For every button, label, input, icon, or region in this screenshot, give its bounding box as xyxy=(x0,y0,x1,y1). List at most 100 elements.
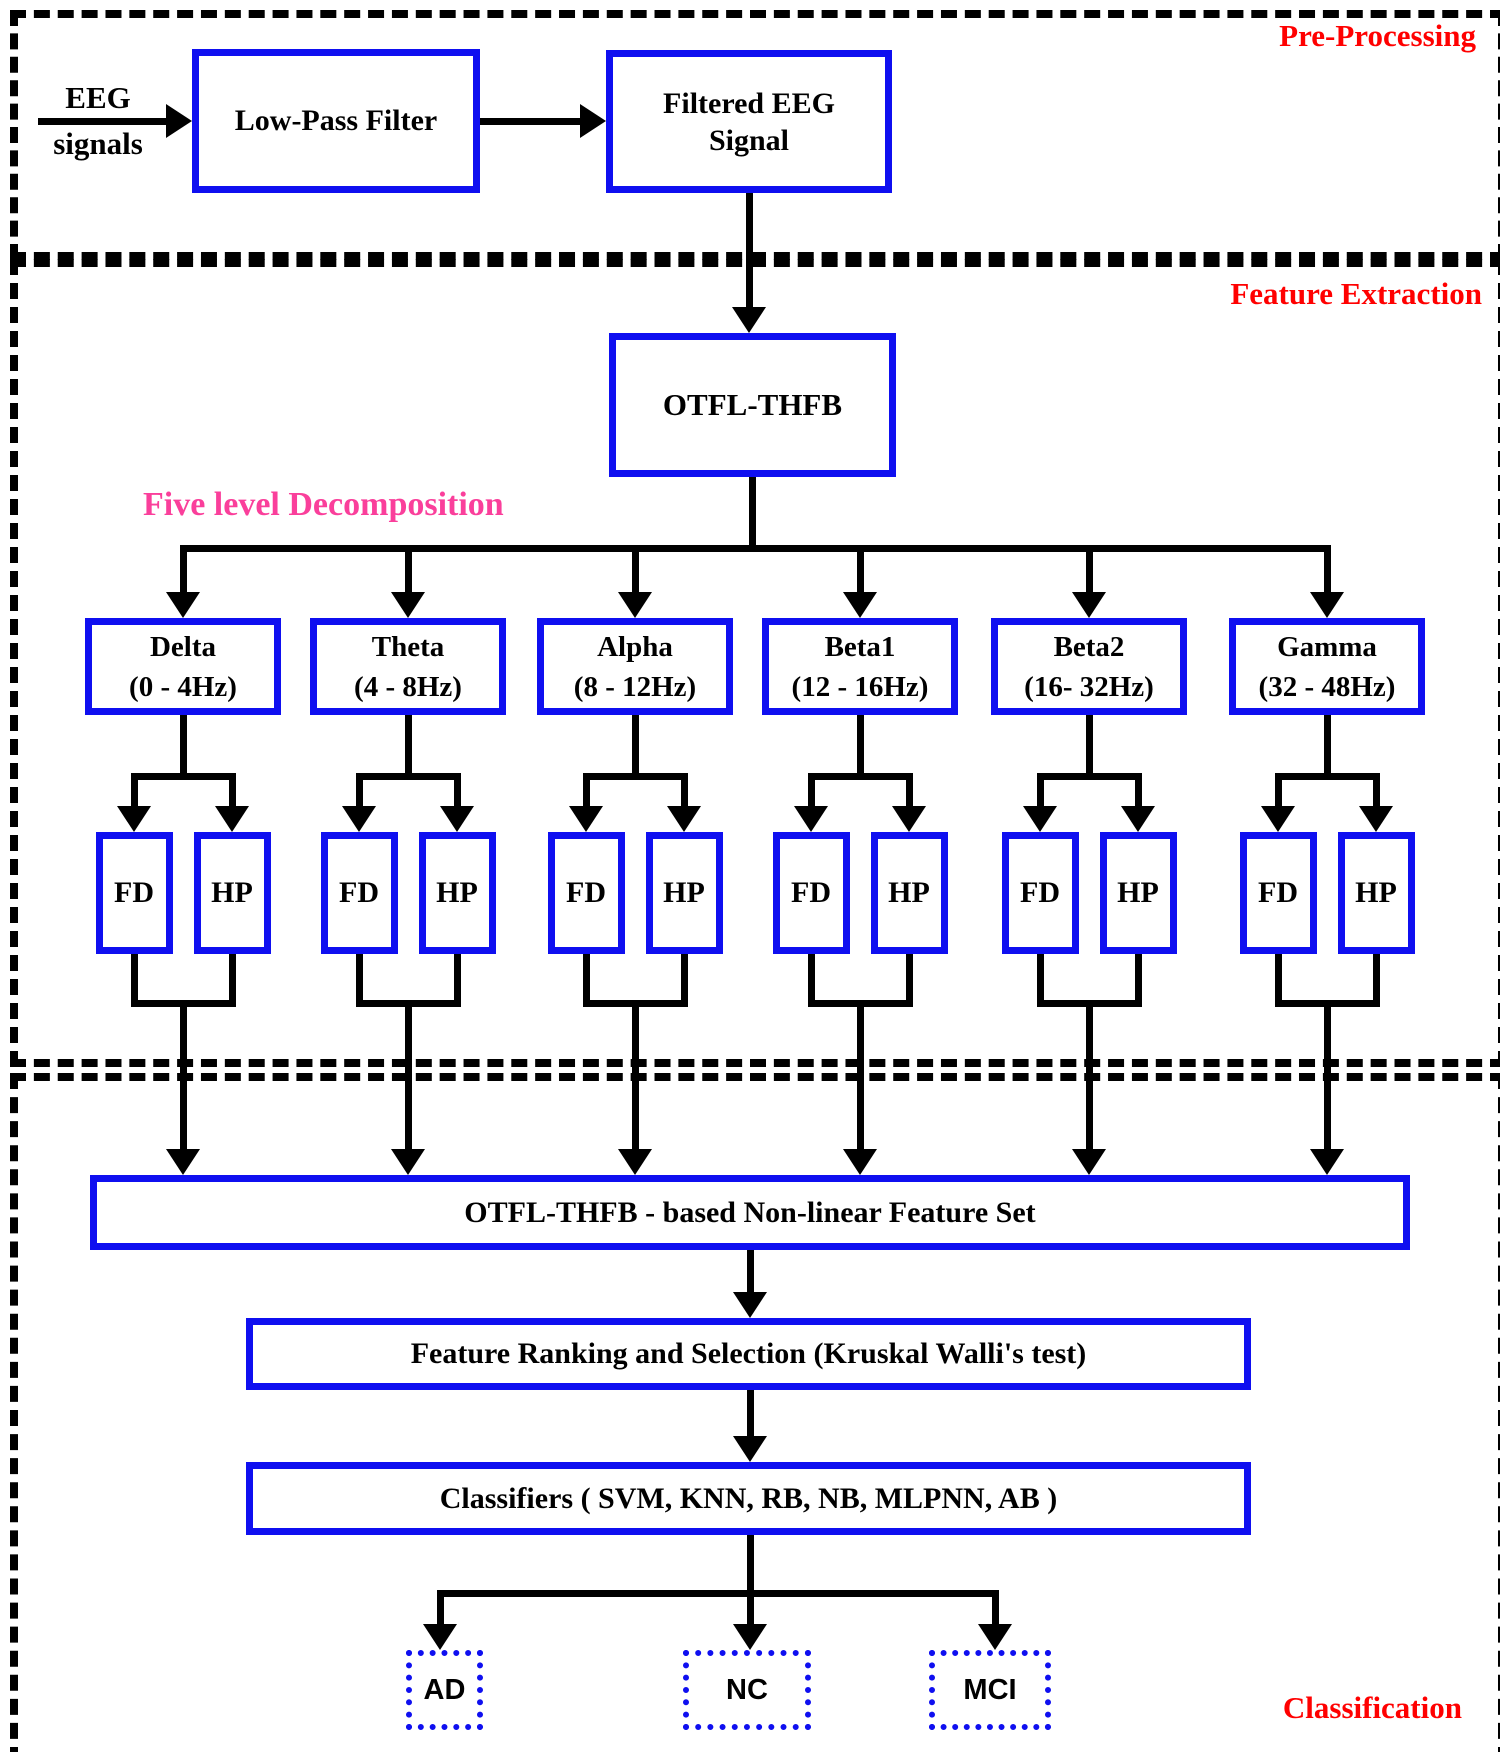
connector-line xyxy=(404,1003,412,1149)
connector-line xyxy=(179,715,187,776)
arrow-down-icon xyxy=(342,806,376,832)
connector-line xyxy=(856,548,864,596)
connector-line xyxy=(1085,548,1093,596)
arrow-down-icon xyxy=(794,806,828,832)
connector-line xyxy=(1134,954,1142,1006)
connector-line xyxy=(1085,1003,1093,1149)
arrow-down-icon xyxy=(1072,592,1106,618)
band-range: (8 - 12Hz) xyxy=(573,670,697,703)
hp-box-theta: HP xyxy=(418,832,496,954)
otfl-thfb-text: OTFL-THFB xyxy=(662,387,843,422)
arrow-down-icon xyxy=(733,1624,767,1650)
band-box-beta1: Beta1 (12 - 16Hz) xyxy=(762,618,958,715)
filtered-eeg-text-line1: Filtered EEG xyxy=(663,86,835,120)
classifiers-box: Classifiers ( SVM, KNN, RB, NB, MLPNN, A… xyxy=(246,1462,1251,1535)
arrow-down-icon xyxy=(1072,1149,1106,1175)
connector-line xyxy=(745,193,753,311)
feature-extraction-label: Feature Extraction xyxy=(1230,276,1482,311)
connector-line xyxy=(228,954,236,1006)
band-range: (4 - 8Hz) xyxy=(354,670,462,703)
arrow-down-icon xyxy=(978,1624,1012,1650)
arrow-down-icon xyxy=(667,806,701,832)
connector-line xyxy=(179,548,187,596)
band-name: Delta xyxy=(149,630,217,663)
arrow-down-icon xyxy=(569,806,603,832)
band-box-delta: Delta (0 - 4Hz) xyxy=(85,618,281,715)
connector-line xyxy=(905,954,913,1006)
connector-line xyxy=(1372,954,1380,1006)
arrow-down-icon xyxy=(215,806,249,832)
connector-line xyxy=(480,117,580,125)
arrow-down-icon xyxy=(733,1292,767,1318)
connector-line xyxy=(856,715,864,776)
connector-line xyxy=(991,1593,999,1624)
connector-line xyxy=(130,776,138,806)
arrow-right-icon xyxy=(580,104,606,138)
eeg-signals-label-line1: EEG xyxy=(65,80,131,115)
arrow-down-icon xyxy=(733,1436,767,1462)
connector-line xyxy=(1323,1003,1331,1149)
fd-box-alpha: FD xyxy=(547,832,625,954)
connector-line xyxy=(436,1593,444,1624)
connector-line xyxy=(905,776,913,806)
hp-box-beta1: HP xyxy=(870,832,948,954)
arrow-down-icon xyxy=(391,1149,425,1175)
connector-line xyxy=(631,548,639,596)
arrow-down-icon xyxy=(618,1149,652,1175)
band-range: (32 - 48Hz) xyxy=(1258,670,1396,703)
band-box-gamma: Gamma (32 - 48Hz) xyxy=(1229,618,1425,715)
connector-line xyxy=(130,772,236,780)
output-box-ad: AD xyxy=(406,1650,483,1730)
connector-line xyxy=(355,954,363,1006)
arrow-down-icon xyxy=(166,592,200,618)
connector-line xyxy=(748,477,756,548)
band-range: (12 - 16Hz) xyxy=(791,670,929,703)
fd-box-beta2: FD xyxy=(1001,832,1079,954)
band-name: Beta1 xyxy=(824,630,896,663)
arrow-down-icon xyxy=(117,806,151,832)
connector-line xyxy=(1323,715,1331,776)
connector-line xyxy=(582,772,688,780)
filtered-eeg-signal-box: Filtered EEG Signal xyxy=(606,50,892,193)
hp-box-alpha: HP xyxy=(645,832,723,954)
connector-line xyxy=(1085,715,1093,776)
band-column-delta: Delta (0 - 4Hz) FD HP xyxy=(85,548,281,1176)
arrow-down-icon xyxy=(1261,806,1295,832)
classification-section-border xyxy=(10,1073,1500,1752)
connector-line xyxy=(1274,954,1282,1006)
connector-line xyxy=(130,954,138,1006)
connector-line xyxy=(1274,772,1380,780)
connector-line xyxy=(1134,776,1142,806)
connector-line xyxy=(807,954,815,1006)
band-box-alpha: Alpha (8 - 12Hz) xyxy=(537,618,733,715)
connector-line xyxy=(453,954,461,1006)
connector-line xyxy=(746,1593,754,1624)
connector-line xyxy=(746,1390,754,1436)
connector-line xyxy=(404,548,412,596)
feature-set-text: OTFL-THFB - based Non-linear Feature Set xyxy=(464,1195,1036,1229)
fd-box-beta1: FD xyxy=(772,832,850,954)
low-pass-filter-box: Low-Pass Filter xyxy=(192,49,480,193)
fd-box-theta: FD xyxy=(320,832,398,954)
arrow-down-icon xyxy=(1310,1149,1344,1175)
connector-line xyxy=(582,954,590,1006)
connector-line xyxy=(746,1535,754,1593)
arrow-down-icon xyxy=(843,592,877,618)
connector-line xyxy=(631,1003,639,1149)
connector-line xyxy=(807,776,815,806)
band-column-alpha: Alpha (8 - 12Hz) FD HP xyxy=(537,548,733,1176)
band-box-theta: Theta (4 - 8Hz) xyxy=(310,618,506,715)
arrow-down-icon xyxy=(1121,806,1155,832)
band-range: (0 - 4Hz) xyxy=(129,670,237,703)
arrow-down-icon xyxy=(391,592,425,618)
connector-line xyxy=(1323,548,1331,596)
band-name: Beta2 xyxy=(1053,630,1125,663)
connector-line xyxy=(1372,776,1380,806)
feature-ranking-box: Feature Ranking and Selection (Kruskal W… xyxy=(246,1318,1251,1390)
connector-line xyxy=(856,1003,864,1149)
band-box-beta2: Beta2 (16- 32Hz) xyxy=(991,618,1187,715)
connector-line xyxy=(807,772,913,780)
arrow-down-icon xyxy=(732,307,766,333)
connector-line xyxy=(1274,776,1282,806)
